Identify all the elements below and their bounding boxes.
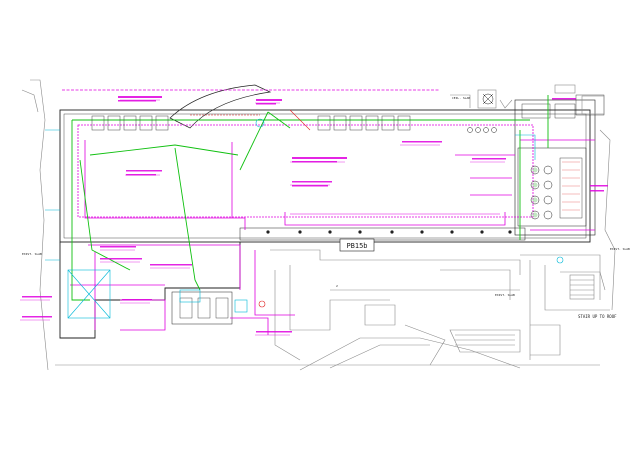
ref-right-label: EXIST. SLAB (610, 247, 630, 251)
ref-left-label: EXIST. SLAB (22, 252, 42, 256)
green-plant-tint (532, 167, 538, 218)
plant-hatch (562, 161, 580, 211)
ref-bottom-right-label: EXIST. SLAB (495, 293, 515, 297)
red-markers (190, 109, 311, 308)
magenta-service-runs (62, 89, 595, 335)
pb-tag-box (339, 238, 375, 252)
plant-equipment (467, 93, 553, 220)
site-context-lines (21, 79, 616, 371)
grid-marker-label: 2 (336, 284, 338, 288)
pb-tag-label: PB15b (346, 242, 367, 250)
parking-bays (91, 115, 411, 131)
ref-top-label: CEIL. SLAB (452, 96, 470, 100)
stair-label: STAIR UP TO ROOF (578, 314, 617, 319)
cyan-equipment (45, 118, 564, 319)
annotation-blocks (22, 96, 608, 333)
